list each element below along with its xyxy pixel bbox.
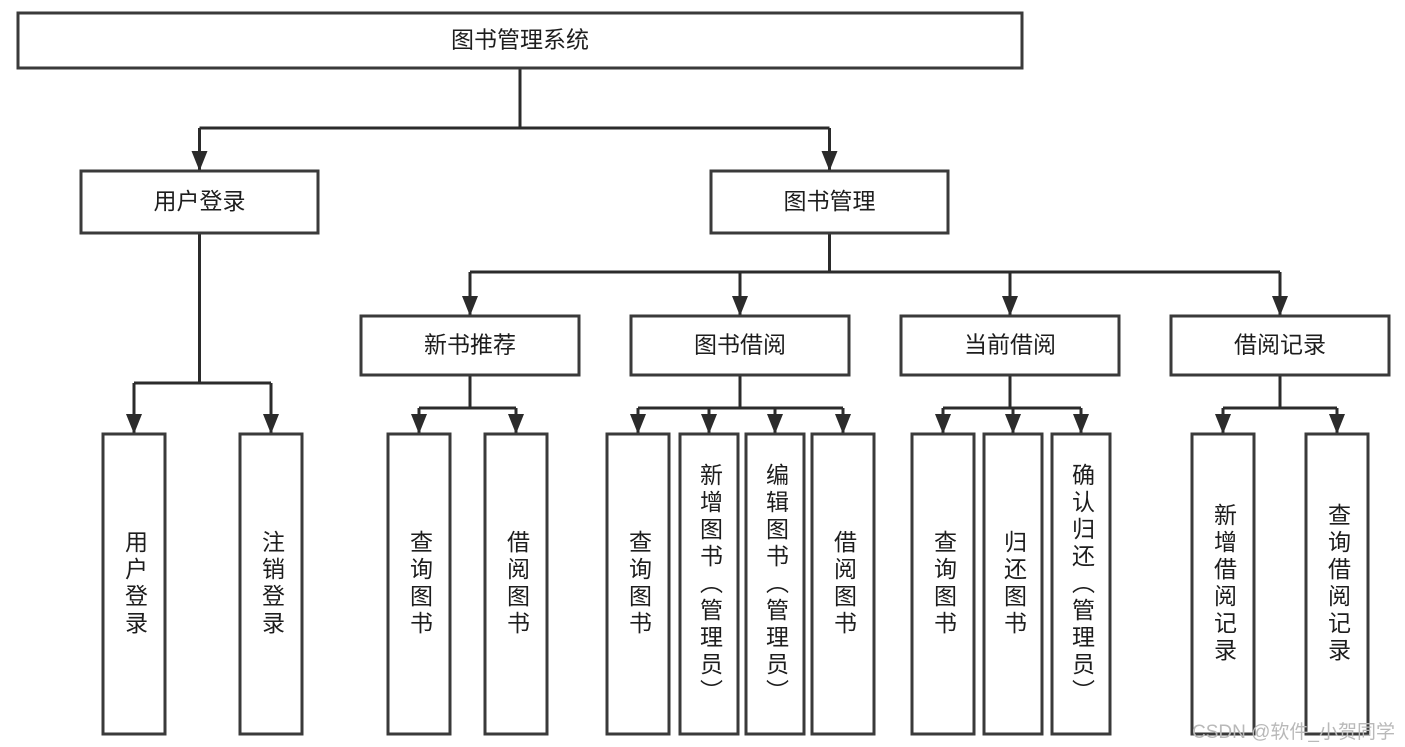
node-box-user-login[interactable]: [79, 169, 320, 235]
node-box-root[interactable]: [16, 11, 1024, 70]
node-box-leaf-query-book-3[interactable]: [910, 432, 976, 736]
node-box-leaf-borrow-book-2[interactable]: [810, 432, 876, 736]
arrow-head-icon: [1002, 296, 1018, 316]
arrow-head-icon: [1215, 414, 1231, 434]
arrow-head-icon: [411, 414, 427, 434]
arrow-head-icon: [1073, 414, 1089, 434]
arrow-head-icon: [1005, 414, 1021, 434]
node-box-leaf-return-book[interactable]: [982, 432, 1044, 736]
node-label-user-login: 用户登录: [154, 188, 246, 214]
node-label-current-borrow: 当前借阅: [964, 332, 1056, 358]
node-box-leaf-add-record[interactable]: [1190, 432, 1256, 736]
node-box-current-borrow[interactable]: [899, 314, 1121, 377]
arrow-head-icon: [191, 151, 208, 171]
node-box-borrow-record[interactable]: [1169, 314, 1391, 377]
node-box-book-manage[interactable]: [709, 169, 950, 235]
node-box-layer: [16, 11, 1391, 736]
node-box-leaf-user-login[interactable]: [101, 432, 167, 736]
arrow-head-icon: [126, 414, 142, 434]
node-box-leaf-confirm-return[interactable]: [1050, 432, 1112, 736]
arrow-head-icon: [835, 414, 851, 434]
node-box-leaf-add-book[interactable]: [678, 432, 740, 736]
node-label-new-book-rec: 新书推荐: [424, 332, 516, 358]
arrow-head-icon: [630, 414, 646, 434]
node-box-leaf-query-book-1[interactable]: [386, 432, 452, 736]
arrow-head-icon: [701, 414, 717, 434]
node-label-root: 图书管理系统: [451, 27, 589, 53]
arrow-head-icon: [263, 414, 279, 434]
arrow-head-icon: [821, 151, 838, 171]
arrow-head-icon: [767, 414, 783, 434]
arrow-head-icon: [732, 296, 748, 316]
node-box-new-book-rec[interactable]: [359, 314, 581, 377]
node-box-book-borrow[interactable]: [629, 314, 851, 377]
node-box-leaf-query-record[interactable]: [1304, 432, 1370, 736]
node-box-leaf-logout[interactable]: [238, 432, 304, 736]
arrow-head-icon: [1272, 296, 1288, 316]
node-label-borrow-record: 借阅记录: [1234, 332, 1326, 358]
node-label-book-manage: 图书管理: [784, 188, 876, 214]
arrow-head-icon: [1329, 414, 1345, 434]
arrow-head-icon: [508, 414, 524, 434]
arrow-head-icon: [462, 296, 478, 316]
node-label-book-borrow: 图书借阅: [694, 332, 786, 358]
node-box-leaf-edit-book[interactable]: [744, 432, 806, 736]
arrow-head-icon: [935, 414, 951, 434]
node-box-leaf-borrow-book-1[interactable]: [483, 432, 549, 736]
csdn-watermark: CSDN @软件_小贺同学: [1192, 722, 1395, 743]
node-box-leaf-query-book-2[interactable]: [605, 432, 671, 736]
connector-layer: [126, 68, 1345, 434]
